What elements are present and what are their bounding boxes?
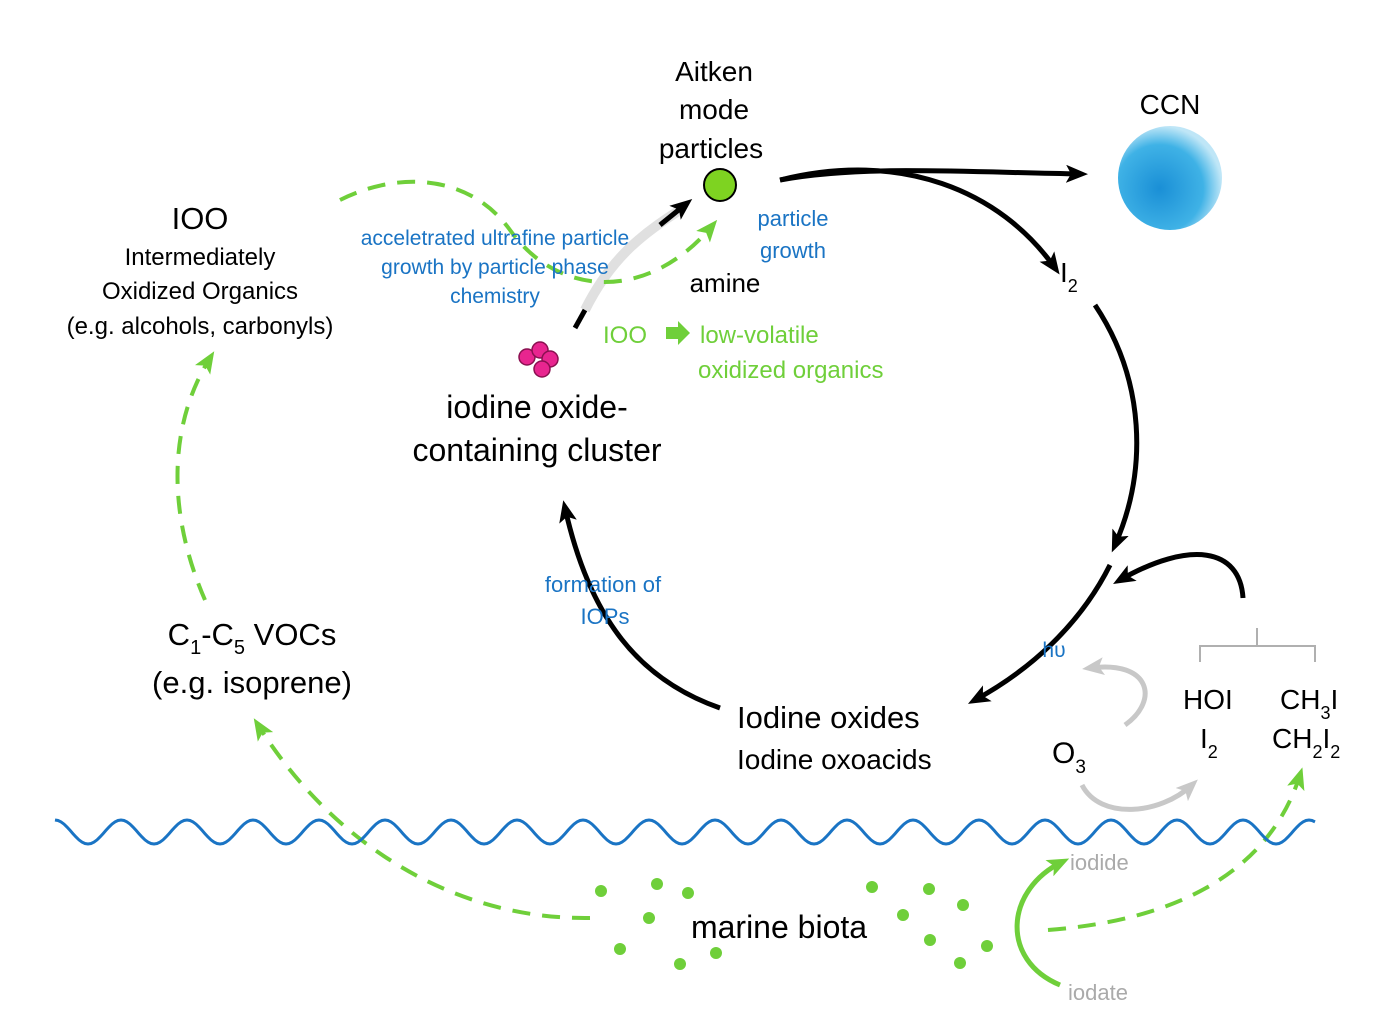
svg-text:oxidized organics: oxidized organics [698, 357, 883, 384]
aitken-particle [703, 168, 737, 202]
svg-text:particle: particle [758, 206, 829, 231]
svg-text:low-volatile: low-volatile [700, 322, 819, 349]
marine-biota-dots [595, 878, 993, 970]
svg-text:HOI: HOI [1183, 684, 1233, 715]
svg-text:CH3I: CH3I [1280, 684, 1338, 723]
arrow-cluster-to-aitken [572, 308, 588, 330]
svg-text:containing cluster: containing cluster [412, 432, 661, 468]
arrow-biota-to-organoiodines [1047, 767, 1305, 932]
svg-text:acceletrated ultrafine particl: acceletrated ultrafine particle [361, 227, 629, 250]
svg-text:Aitken: Aitken [675, 56, 753, 87]
precursor-bracket [1199, 628, 1316, 662]
svg-text:formation of: formation of [545, 572, 662, 597]
low-volatile-label: IOO low-volatile oxidized organics [603, 321, 883, 384]
svg-text:(e.g. alcohols, carbonyls): (e.g. alcohols, carbonyls) [67, 313, 334, 340]
svg-text:Iodine oxoacids: Iodine oxoacids [737, 744, 932, 775]
particle-growth-label: particle growth [758, 206, 829, 263]
cluster-icon [518, 341, 559, 378]
hoi-label: HOI I2 [1183, 684, 1233, 762]
arrow-to-iodine-oxides [967, 563, 1113, 704]
ccn-label: CCN [1140, 89, 1201, 120]
amine-label: amine [690, 268, 761, 298]
svg-text:mode: mode [679, 94, 749, 125]
arrow-aitken-to-i2 [779, 167, 1060, 275]
svg-text:IOO: IOO [603, 322, 647, 349]
marine-biota-label: marine biota [691, 909, 867, 945]
ccn-droplet [1118, 126, 1222, 230]
arrow-o3-to-hoi [1079, 779, 1198, 812]
svg-text:C1-C5 VOCs: C1-C5 VOCs [168, 617, 337, 659]
svg-text:growth: growth [760, 238, 826, 263]
right-arrow-icon [666, 321, 690, 345]
svg-text:particles: particles [659, 133, 763, 164]
svg-text:IOO: IOO [172, 201, 229, 236]
accelerated-growth-label: acceletrated ultrafine particle growth b… [361, 227, 629, 308]
voc-label: C1-C5 VOCs (e.g. isoprene) [152, 617, 352, 700]
arrow-o3-to-hv [1082, 657, 1148, 728]
arrow-i2-down [1092, 303, 1140, 553]
arrow-ioo-to-aitken [339, 179, 718, 284]
hv-label: hυ [1042, 639, 1065, 662]
svg-text:(e.g. isoprene): (e.g. isoprene) [152, 665, 352, 700]
svg-text:growth by particle phase: growth by particle phase [381, 256, 609, 279]
arrow-cluster-to-aitken-head [658, 198, 693, 227]
organoiodine-label: CH3I CH2I2 [1272, 684, 1340, 762]
o3-label: O3 [1052, 737, 1086, 778]
arrow-biota-to-voc [253, 718, 591, 921]
arrow-precursors-to-cycle [1113, 552, 1246, 599]
svg-text:Iodine oxides: Iodine oxides [737, 700, 920, 735]
svg-text:IOPs: IOPs [581, 604, 630, 629]
i2-label: I2 [1060, 257, 1078, 296]
arrow-iodate-to-iodide [1014, 858, 1070, 988]
svg-text:CH2I2: CH2I2 [1272, 723, 1340, 762]
formation-label: formation of IOPs [545, 572, 662, 629]
svg-text:Oxidized Organics: Oxidized Organics [102, 278, 298, 305]
svg-text:chemistry: chemistry [450, 285, 540, 308]
ioo-label: IOO Intermediately Oxidized Organics (e.… [67, 201, 334, 340]
arrow-voc-to-ioo [175, 351, 215, 601]
svg-text:Intermediately: Intermediately [125, 244, 276, 271]
sea-surface-wave [54, 818, 1316, 846]
cluster-label: iodine oxide- containing cluster [412, 389, 661, 468]
iodine-oxides-label: Iodine oxides Iodine oxoacids [737, 700, 932, 775]
iodide-label: iodide [1070, 850, 1129, 875]
svg-text:iodine oxide-: iodine oxide- [446, 389, 627, 425]
svg-text:I2: I2 [1200, 723, 1218, 762]
aitken-label: Aitken mode particles [659, 56, 763, 164]
arrow-oxides-to-cluster [559, 500, 721, 711]
iodate-label: iodate [1068, 980, 1128, 1005]
